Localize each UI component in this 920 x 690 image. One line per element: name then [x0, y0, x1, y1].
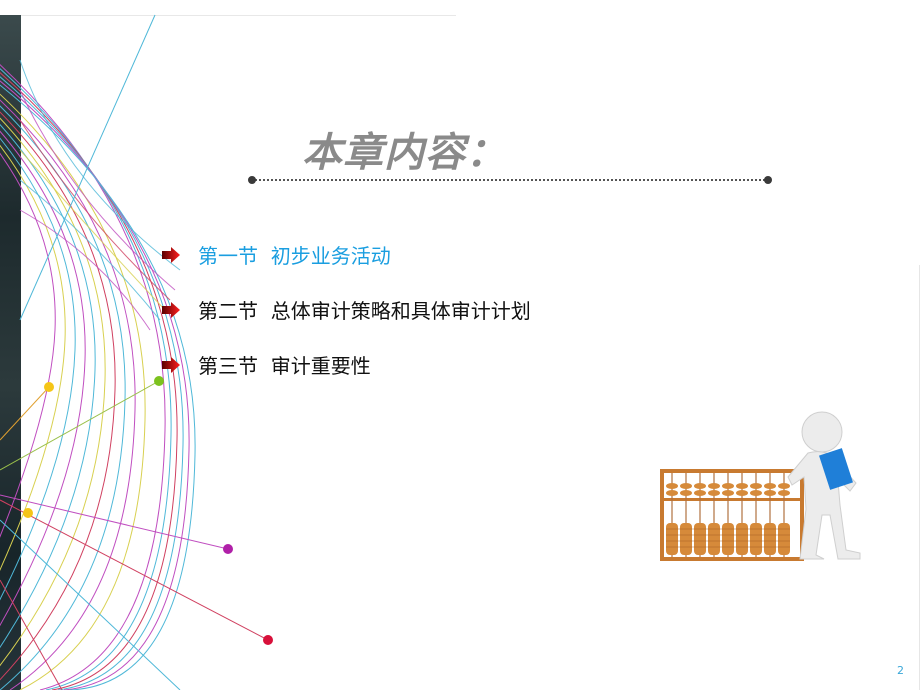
red-arrow-icon — [162, 356, 180, 373]
person-figure-icon — [787, 411, 861, 560]
divider-dot-left — [248, 176, 256, 184]
page-number: 2 — [897, 664, 904, 677]
blue-book-icon — [819, 448, 853, 490]
agenda-item-1[interactable]: 第一节 初步业务活动 — [162, 240, 391, 269]
grid-lines — [19, 59, 181, 331]
agenda-item-3[interactable]: 第三节 审计重要性 — [162, 350, 371, 379]
abacus-icon — [660, 469, 804, 561]
ray-dots — [23, 376, 273, 645]
arc-fan — [0, 64, 196, 690]
red-arrow-icon — [162, 246, 180, 263]
abacus-figure-illustration — [660, 411, 861, 561]
red-arrow-icon — [162, 301, 180, 318]
divider-dot-right — [764, 176, 772, 184]
agenda-item-2[interactable]: 第二节 总体审计策略和具体审计计划 — [162, 295, 531, 324]
agenda-item-label: 第一节 初步业务活动 — [198, 244, 391, 268]
top-rule — [20, 15, 456, 16]
slide-title: 本章内容： — [302, 130, 507, 176]
agenda-item-label: 第二节 总体审计策略和具体审计计划 — [198, 299, 531, 323]
agenda-item-label: 第三节 审计重要性 — [198, 354, 371, 378]
title-divider — [252, 179, 768, 181]
left-photo-strip — [0, 15, 21, 690]
